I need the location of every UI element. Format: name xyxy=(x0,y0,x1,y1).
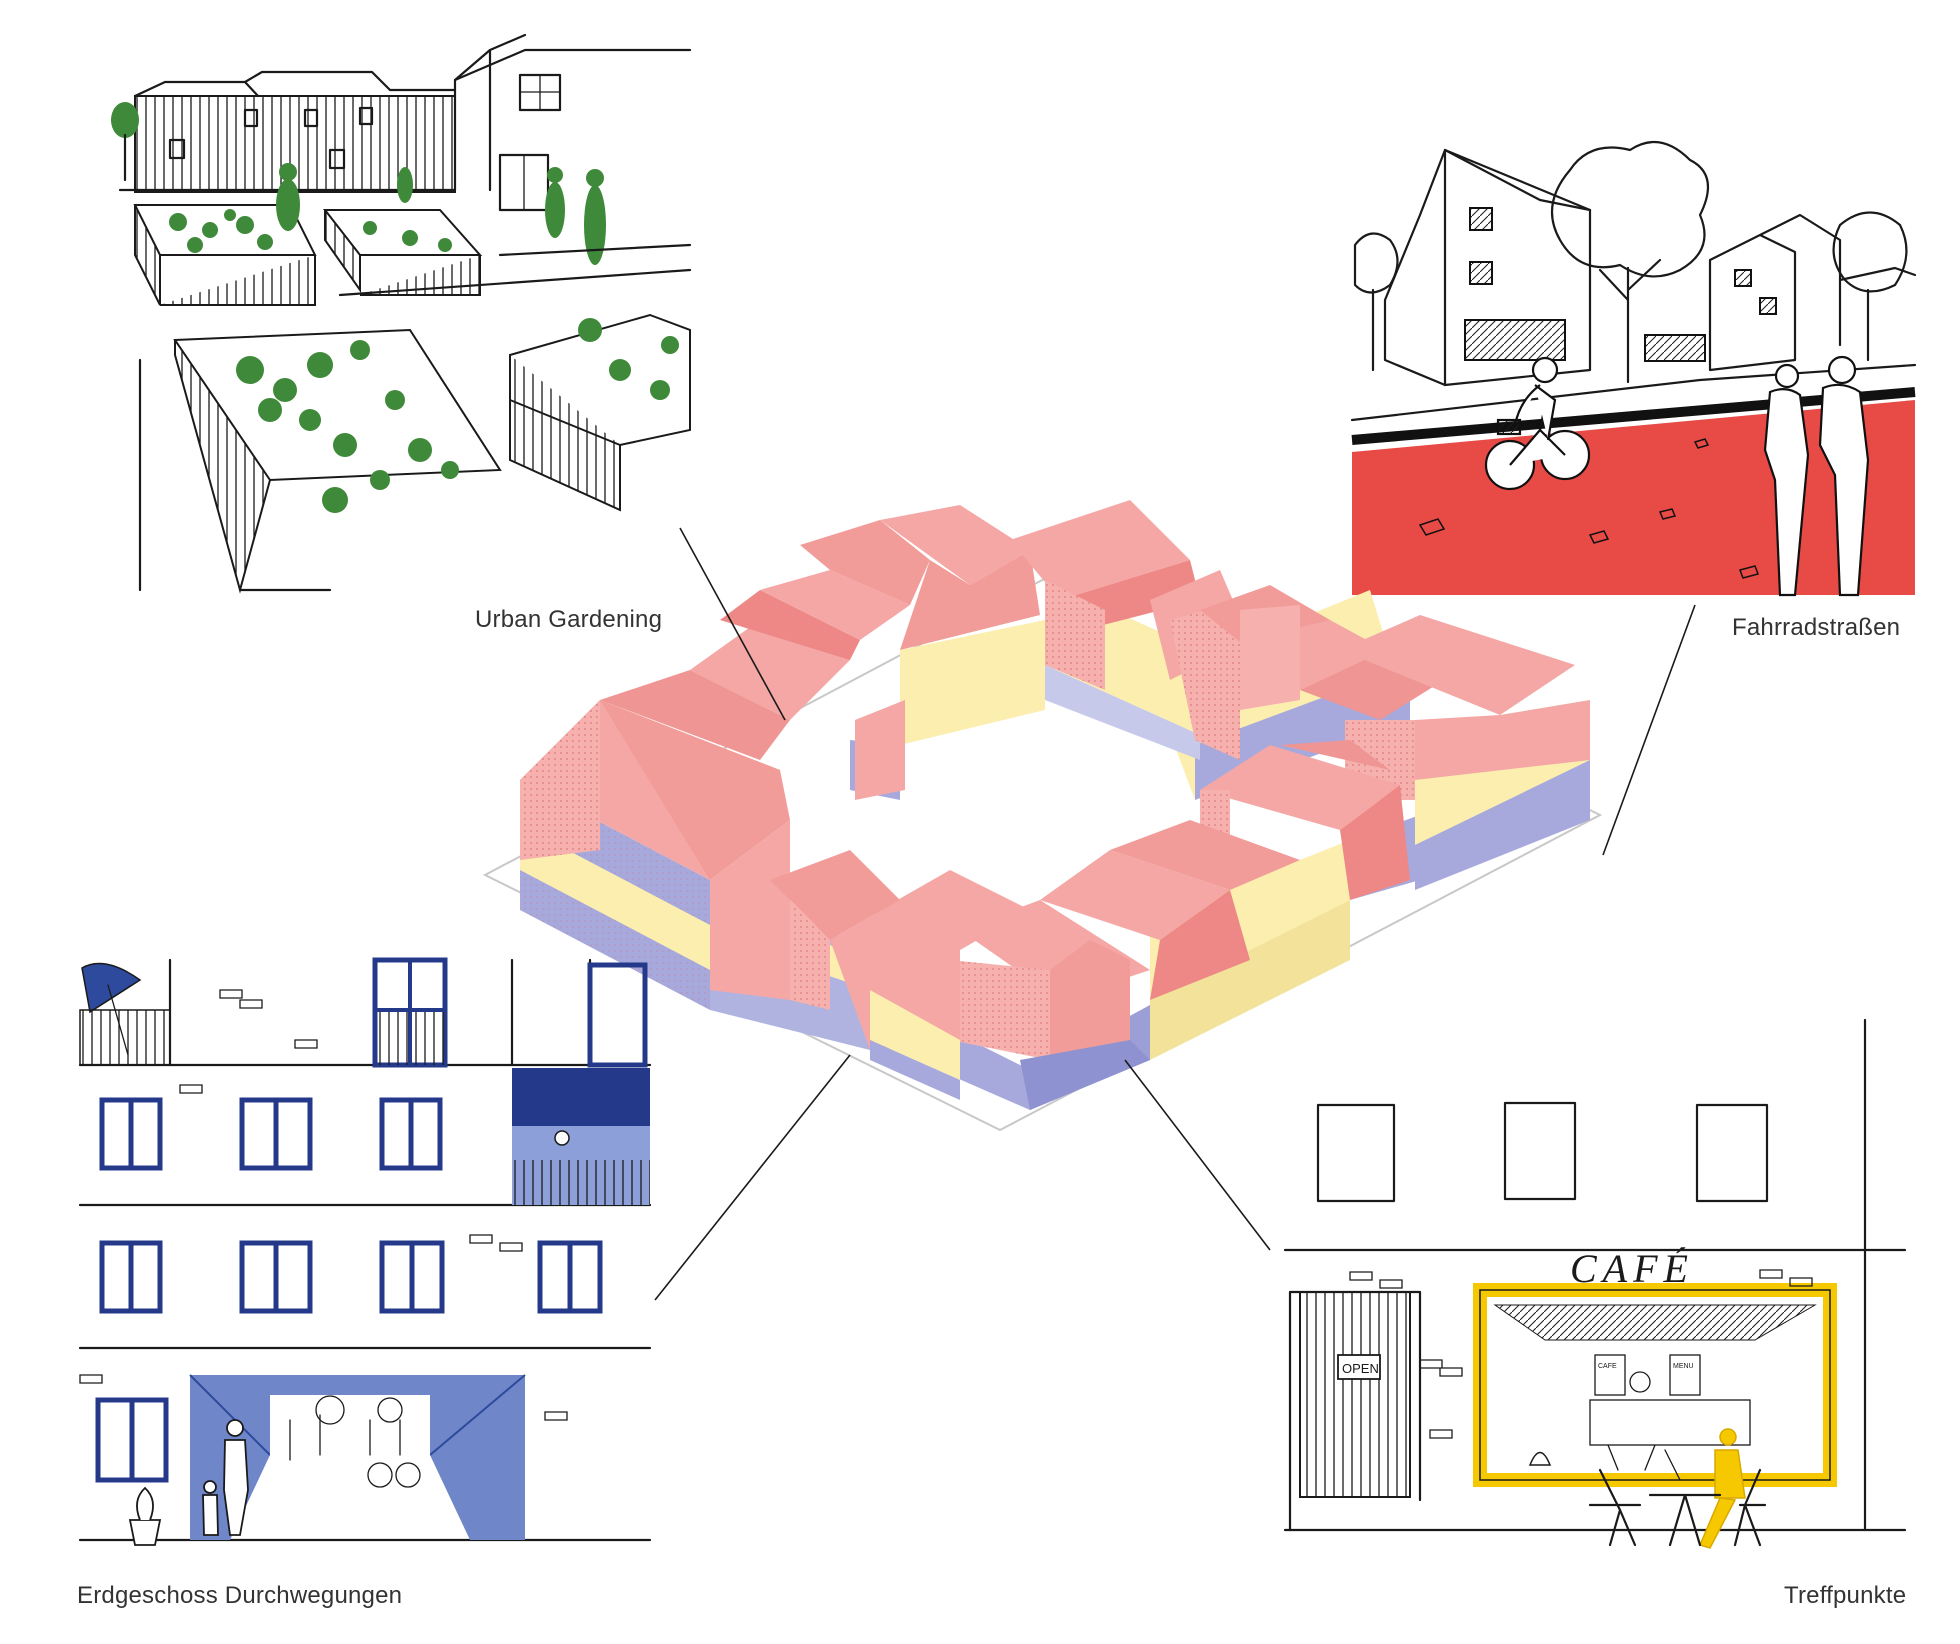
garden-background-buildings xyxy=(111,33,692,212)
cyclist xyxy=(1484,356,1591,491)
treffpunkte-sketch xyxy=(1283,1018,1907,1549)
raised-bed-3 xyxy=(173,328,502,594)
caption-treffpunkte: Treffpunkte xyxy=(1784,1582,1907,1609)
cafe-menu-2: MENU xyxy=(1673,1363,1694,1370)
caption-fahrradstrassen: Fahrradstraßen xyxy=(1732,614,1901,641)
leader-lines xyxy=(654,527,1696,1301)
fahrradstrassen-sketch xyxy=(1350,140,1917,597)
raised-bed-2 xyxy=(322,209,483,296)
cafe-guest xyxy=(1698,1428,1746,1549)
urban-gardening-sketch xyxy=(111,33,692,594)
cafe-menu-1: CAFE xyxy=(1598,1363,1617,1370)
isometric-block xyxy=(482,500,1603,1132)
cafe-sign: CAFÉ xyxy=(1570,1246,1694,1291)
erdgeschoss-sketch xyxy=(78,957,652,1546)
raised-bed-4 xyxy=(509,313,691,512)
raised-bed-1 xyxy=(133,204,317,306)
open-sign: OPEN xyxy=(1342,1361,1379,1376)
garden-people xyxy=(276,163,606,265)
blue-windows xyxy=(95,1097,603,1483)
caption-erdgeschoss-durchwegungen: Erdgeschoss Durchwegungen xyxy=(77,1582,403,1609)
pedestrians xyxy=(1763,355,1870,597)
caption-urban-gardening: Urban Gardening xyxy=(475,606,663,633)
